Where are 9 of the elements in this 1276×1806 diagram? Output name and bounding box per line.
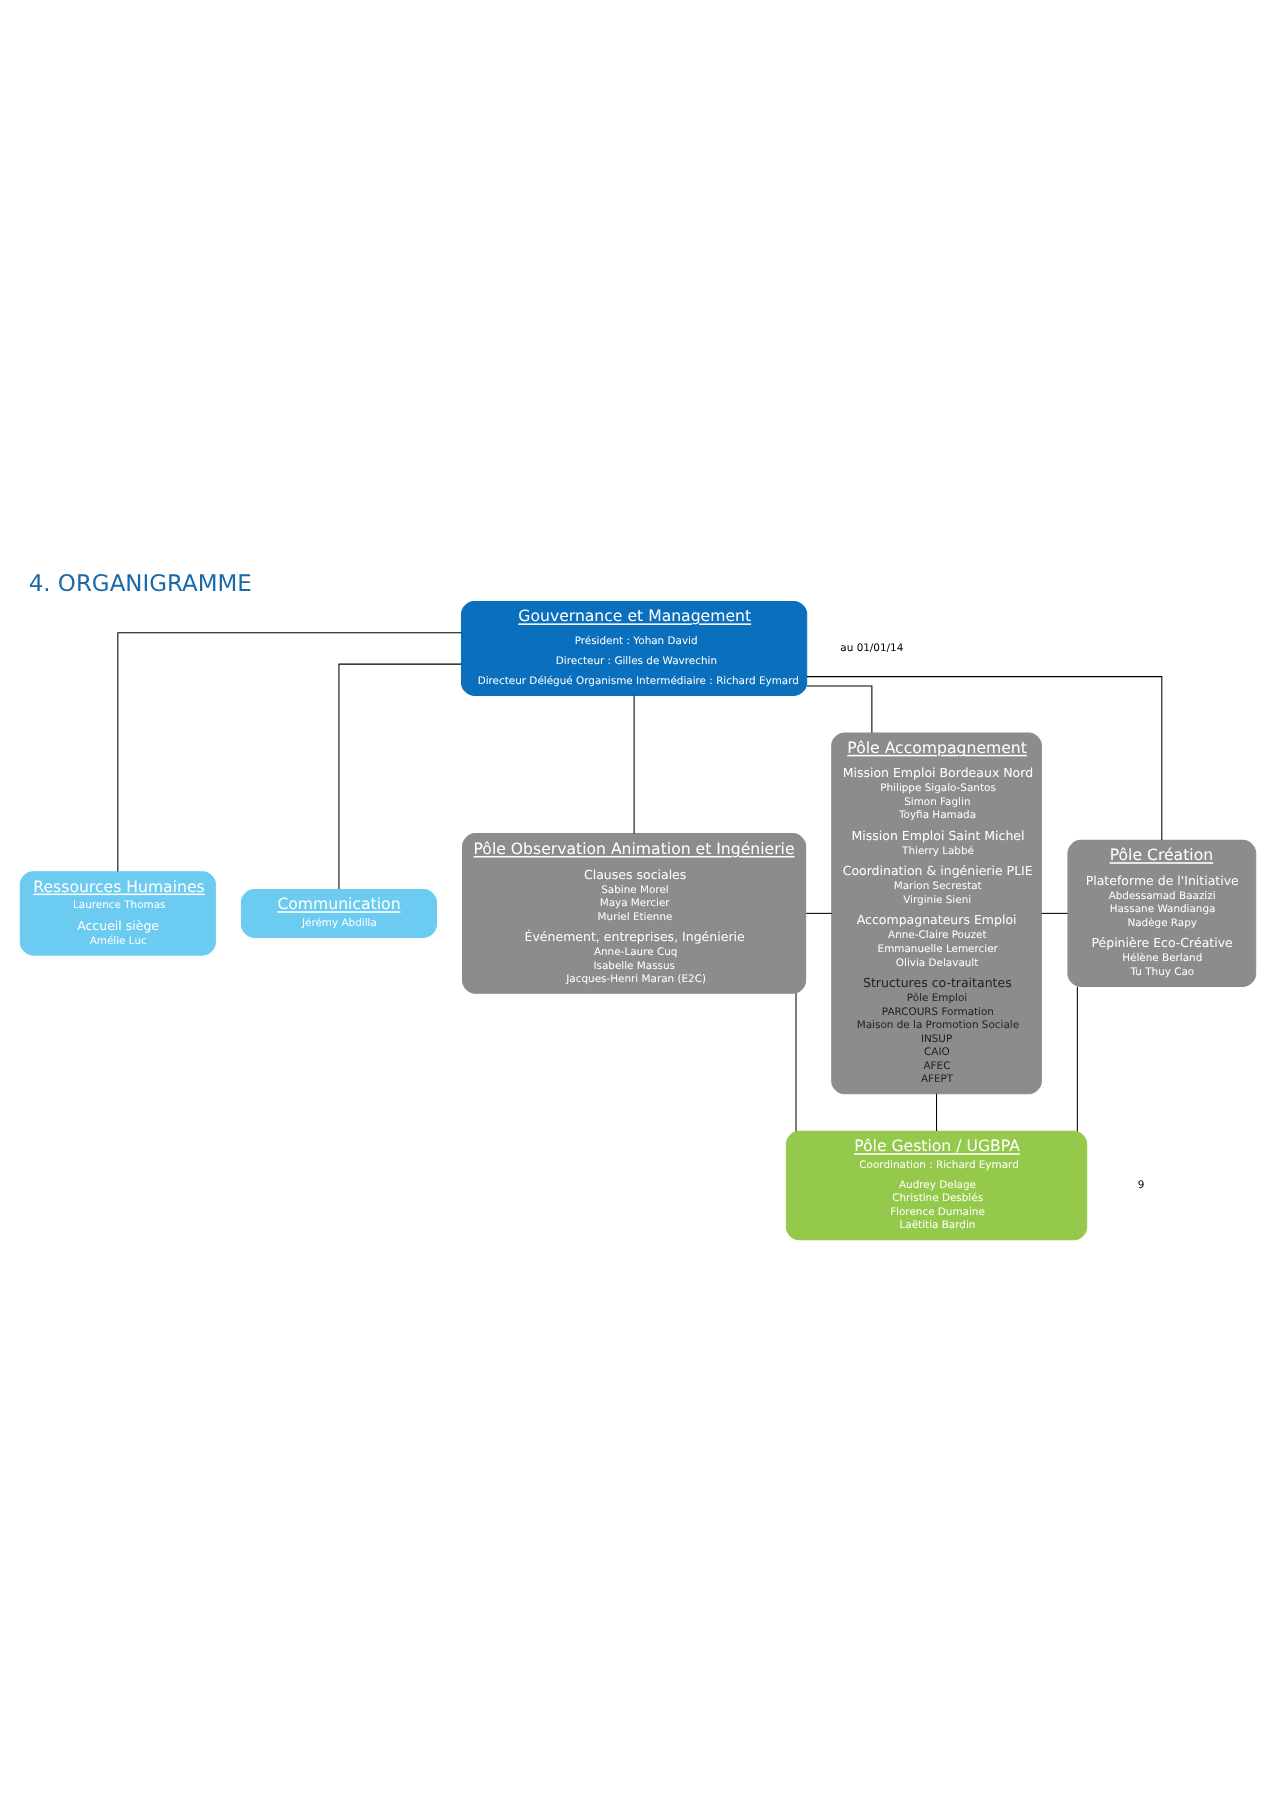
- connector: [1041, 911, 1069, 913]
- connector: [806, 675, 1163, 840]
- connector: [806, 684, 873, 733]
- connector: [805, 911, 833, 913]
- connector: [117, 631, 462, 871]
- connector: [338, 662, 462, 889]
- connector: [936, 1092, 938, 1131]
- diagram-title: 4. ORGANIGRAMME: [28, 567, 252, 596]
- connector: [1076, 985, 1078, 1131]
